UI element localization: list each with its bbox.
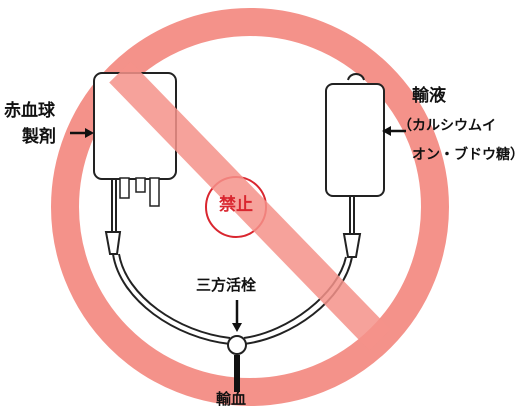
rbc-label-line2: 製剤	[22, 127, 56, 147]
infusion-arrow	[382, 126, 406, 136]
stopcock-label: 三方活栓	[196, 276, 257, 294]
transfusion-label: 輸血	[216, 390, 247, 408]
three-way-stopcock	[227, 335, 247, 355]
rbc-label-line1: 赤血球	[4, 101, 55, 121]
rbc-arrow	[70, 128, 94, 138]
prohibition-circle	[51, 8, 449, 406]
forbidden-label: 禁止	[219, 195, 253, 215]
infusion-label-line2: （カルシウムイ	[398, 118, 496, 134]
stopcock-arrow	[232, 300, 242, 332]
infusion-drip-chamber	[342, 233, 362, 258]
infusion-label-line1: 輸液	[412, 86, 446, 106]
rbc-drip-chamber	[104, 231, 122, 255]
infusion-label-line3: オン・ブドウ糖）	[412, 147, 519, 163]
prohibition-slash	[109, 61, 391, 351]
infusion-bag	[325, 73, 385, 258]
tubing	[112, 253, 353, 392]
